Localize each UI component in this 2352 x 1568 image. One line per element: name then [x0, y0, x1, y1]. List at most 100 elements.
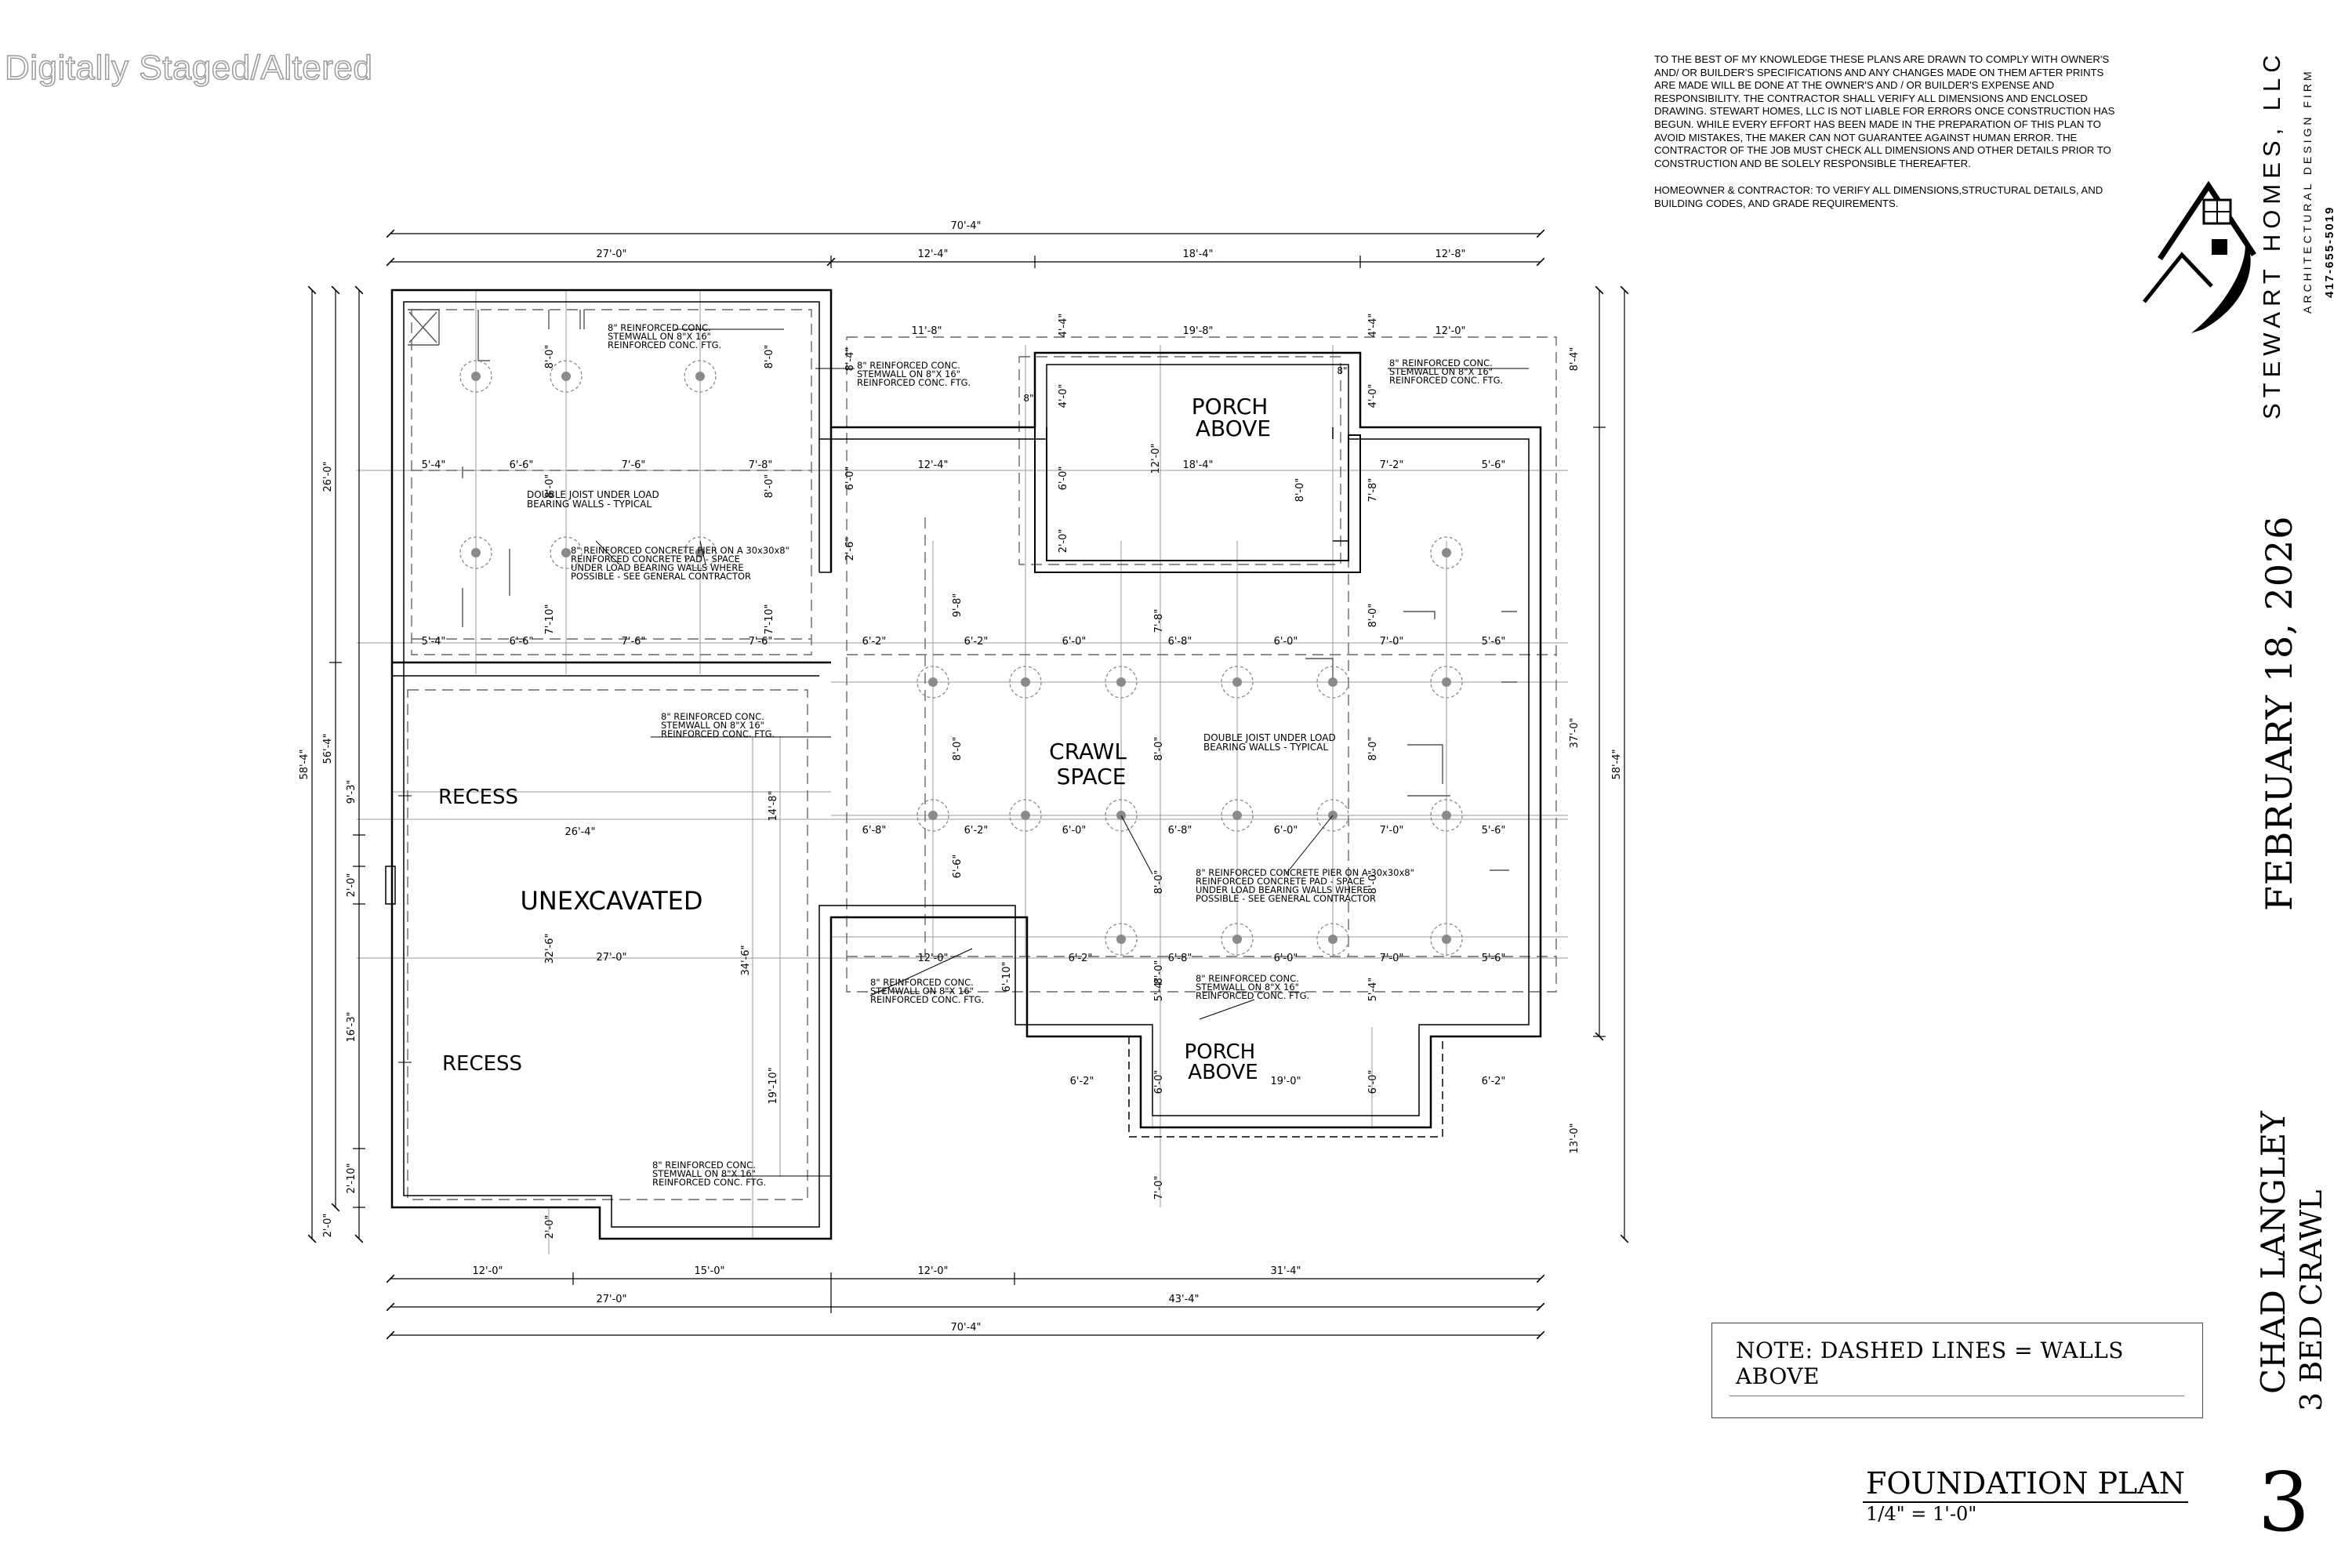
disclaimer-verify: HOMEOWNER & CONTRACTOR: TO VERIFY ALL DI… — [1654, 184, 2103, 209]
dim-v-29: 19'-10" — [768, 1067, 779, 1104]
dim-v-20: 9'-8" — [952, 593, 964, 618]
dim-v-1: 8'-0" — [544, 345, 556, 369]
dim-r3-5: 6'-0" — [1274, 825, 1298, 837]
pier-pad — [550, 536, 583, 569]
sheet-title: FOUNDATION PLAN — [1866, 1466, 2185, 1501]
dimension-text-vertical: 58'-4" 26'-0" 56'-4" 9'-3" 2'-0" 16'-3" … — [299, 314, 1623, 1240]
pier — [1116, 935, 1126, 944]
pier — [1328, 677, 1338, 687]
leader-lines — [398, 328, 1529, 1177]
dim-r1-5: 12'-4" — [917, 459, 948, 471]
dim-v-15: 2'-0" — [1058, 529, 1069, 554]
dim-r2-4: 7'-6" — [749, 636, 773, 648]
dim-v-8: 6'-0" — [844, 466, 856, 491]
dim-v-22: 8'-0" — [952, 737, 964, 761]
dim-r3-7: 5'-6" — [1482, 825, 1506, 837]
disclaimer: TO THE BEST OF MY KNOWLEDGE THESE PLANS … — [1654, 53, 2125, 225]
dim-left-3: 9'-3" — [346, 780, 358, 804]
dashed-walls-above — [407, 309, 1557, 1200]
dim-bot-5: 27'-0" — [596, 1294, 626, 1305]
dim-left-1: 26'-0" — [322, 461, 334, 492]
dim-porch-3: 6'-2" — [1482, 1076, 1506, 1087]
dim-left-6: 2'-10" — [346, 1163, 358, 1193]
pier — [695, 372, 705, 381]
dim-r1-3: 7'-6" — [622, 459, 646, 471]
dim-unex-2: 27'-0" — [596, 952, 626, 964]
stemwall-note-e: 8" REINFORCED CONC.STEMWALL ON 8"X 16"RE… — [870, 977, 984, 1005]
dim-left-4: 2'-0" — [346, 873, 358, 898]
dim-v-16: 8'-0" — [1294, 478, 1306, 503]
dim-inner-3: 12'-0" — [1435, 325, 1465, 337]
pier-pad — [916, 666, 949, 699]
pier-pad — [1221, 923, 1254, 956]
pier — [561, 548, 571, 557]
dim-r2-5: 6'-2" — [862, 636, 887, 648]
dim-right-1: 8'-4" — [1569, 347, 1581, 372]
dimension-lines — [307, 229, 1629, 1340]
pier — [928, 811, 938, 820]
dim-top-1: 27'-0" — [596, 249, 626, 260]
dim-v-24: 8'-0" — [1367, 737, 1379, 761]
dim-porch-1: 6'-2" — [1070, 1076, 1094, 1087]
legend-note: NOTE: DASHED LINES = WALLS ABOVE — [1736, 1338, 2124, 1389]
dim-inner-2: 19'-8" — [1182, 325, 1213, 337]
dim-v-35: 5'-4" — [1367, 978, 1379, 1002]
pier — [1232, 811, 1242, 820]
pier — [1232, 677, 1242, 687]
reference-lines — [357, 290, 1568, 1254]
dim-v-25: 8'-0" — [1153, 870, 1165, 895]
dim-bot-6: 43'-4" — [1168, 1294, 1199, 1305]
pier-pad — [1221, 799, 1254, 832]
pier — [1021, 677, 1030, 687]
pier-pad — [1430, 923, 1463, 956]
dim-r2-2: 6'-6" — [510, 636, 534, 648]
dim-r1-8: 5'-6" — [1482, 459, 1506, 471]
dim-v-31: 8'-0" — [1367, 870, 1379, 895]
dim-r2-8: 6'-8" — [1168, 636, 1192, 648]
pier — [1442, 548, 1451, 557]
dim-v-23: 8'-0" — [1153, 737, 1165, 761]
porch-top-label: PORCH ABOVE — [1192, 394, 1276, 441]
dim-r1-6: 18'-4" — [1182, 459, 1213, 471]
dim-left-2: 56'-4" — [322, 733, 334, 764]
dim-v-13: 7'-8" — [1367, 478, 1379, 503]
dim-porch-2: 19'-0" — [1270, 1076, 1301, 1087]
dim-left-7: 2'-0" — [322, 1214, 334, 1238]
dim-v-18: 7'-10" — [544, 604, 556, 634]
dim-r2-3: 7'-6" — [622, 636, 646, 648]
pier-note-1: 8" REINFORCED CONCRETE PIER ON A 30x30x8… — [571, 545, 789, 582]
structural-notes: 8" REINFORCED CONC.STEMWALL ON 8"X 16"RE… — [527, 322, 1503, 1188]
dim-left-overall: 58'-4" — [299, 749, 310, 779]
dim-v-34: 5'-4" — [1153, 978, 1165, 1002]
dim-inner-1: 11'-8" — [911, 325, 942, 337]
pier-pad — [1316, 923, 1349, 956]
dim-r1-1: 5'-4" — [422, 459, 446, 471]
pier — [471, 548, 481, 557]
dim-v-12: 12'-0" — [1150, 443, 1162, 474]
crawl-space-label: CRAWL SPACE — [1049, 739, 1134, 789]
dim-bot-3: 12'-0" — [917, 1265, 948, 1277]
dim-r2-10: 7'-0" — [1380, 636, 1404, 648]
pier-pad — [1316, 799, 1349, 832]
disclaimer-liability: TO THE BEST OF MY KNOWLEDGE THESE PLANS … — [1654, 53, 2115, 169]
pier — [1116, 677, 1126, 687]
dim-v-19: 7'-10" — [764, 604, 775, 634]
pier — [1442, 811, 1451, 820]
dim-r3-2: 6'-2" — [964, 825, 989, 837]
dim-unex-1: 26'-4" — [564, 826, 595, 838]
dim-v-7: 4'-0" — [1367, 384, 1379, 408]
dim-r3-4: 6'-8" — [1168, 825, 1192, 837]
sheet-title-rule — [1863, 1501, 2188, 1503]
dim-v-39: 2'-0" — [544, 1215, 556, 1240]
dim-bot-1: 12'-0" — [472, 1265, 503, 1277]
watermark: Digitally Staged/Altered — [4, 48, 373, 88]
pier-pad — [1316, 666, 1349, 699]
dim-r2-11: 5'-6" — [1482, 636, 1506, 648]
dim-bot-overall: 70'-4" — [950, 1322, 981, 1334]
dim-top-2: 12'-4" — [917, 249, 948, 260]
dim-r2-6: 6'-2" — [964, 636, 989, 648]
dim-v-36: 6'-0" — [1153, 1070, 1165, 1094]
dim-v-11: 8'-0" — [764, 474, 775, 499]
dim-v-6: 4'-0" — [1058, 384, 1069, 408]
